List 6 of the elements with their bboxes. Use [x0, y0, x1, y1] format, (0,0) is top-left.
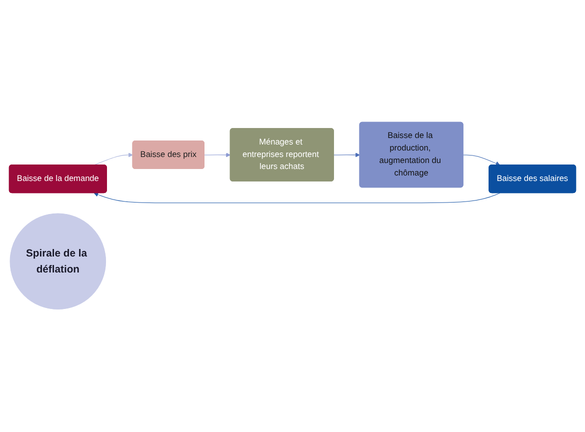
- arrow: [334, 152, 360, 158]
- arrow: [204, 152, 231, 158]
- arrow: [94, 152, 133, 166]
- node-circle: Spirale de la déflation: [10, 214, 106, 310]
- arrow: [94, 192, 500, 204]
- arrow: [463, 154, 500, 166]
